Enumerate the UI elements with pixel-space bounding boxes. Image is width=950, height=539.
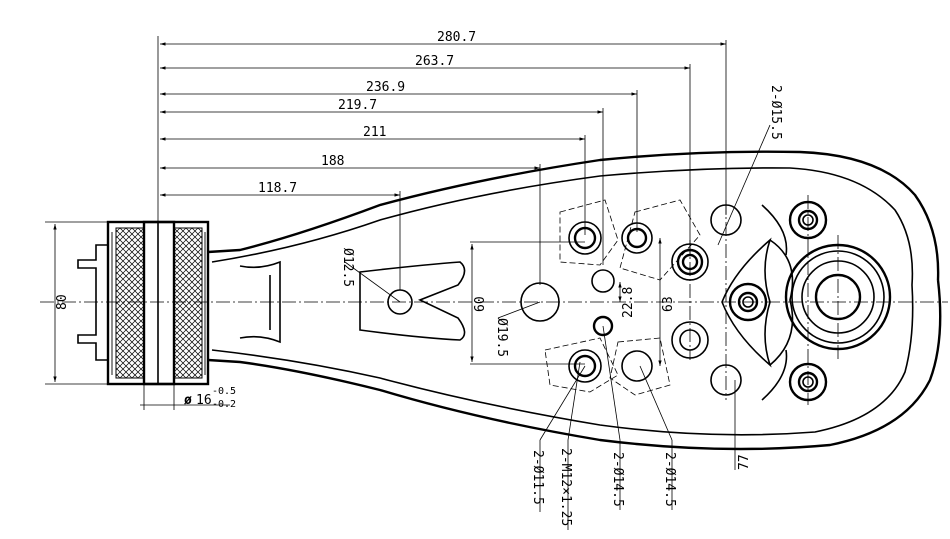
callout-2-m12: 2-M12×1.25 <box>558 448 573 526</box>
dim-label-63: 63 <box>661 296 676 312</box>
callout-2-d15-5: 2-Ø15.5 <box>768 85 783 140</box>
dim-label: 263.7 <box>415 54 454 69</box>
bushing-diameter-callout: ø 16 -0.5 -0.2 <box>140 384 236 410</box>
dim-label: 219.7 <box>338 98 377 113</box>
dim-label: 280.7 <box>437 30 476 45</box>
dim-label: 188 <box>321 154 344 169</box>
dim-label: 236.9 <box>366 80 405 95</box>
callout-2-d11-5: 2-Ø11.5 <box>530 450 545 505</box>
bushing-tol-lower: -0.2 <box>212 399 236 410</box>
bushing-tol-upper: -0.5 <box>212 386 236 397</box>
arm-body <box>207 150 942 451</box>
bushing-nominal: 16 <box>196 393 212 408</box>
callout-d19-5: Ø19.5 <box>494 318 509 357</box>
dim-label: 211 <box>363 125 386 140</box>
height-dimension: 80 <box>45 221 108 385</box>
horizontal-dimensions: 280.7 263.7 236.9 219.7 211 188 118.7 <box>157 30 727 290</box>
bushing <box>77 220 210 386</box>
dim-label: 118.7 <box>258 181 297 196</box>
callout-2-d14-5-b: 2-Ø14.5 <box>662 452 677 507</box>
diameter-symbol: ø <box>184 393 192 408</box>
dim-label-77: 77 <box>737 454 752 470</box>
hole-callouts: Ø12.5 Ø19.5 2-Ø15.5 2-Ø11.5 2-M12×1.25 2… <box>340 85 783 530</box>
callout-2-d14-5-a: 2-Ø14.5 <box>610 452 625 507</box>
holes <box>387 195 892 405</box>
callout-d12-5: Ø12.5 <box>340 248 355 287</box>
dim-label-60: 60 <box>473 296 488 312</box>
dim-label-22-8: 22.8 <box>621 287 636 318</box>
vertical-dimensions: 60 63 22.8 77 <box>470 238 752 470</box>
dim-label-80: 80 <box>55 294 70 310</box>
